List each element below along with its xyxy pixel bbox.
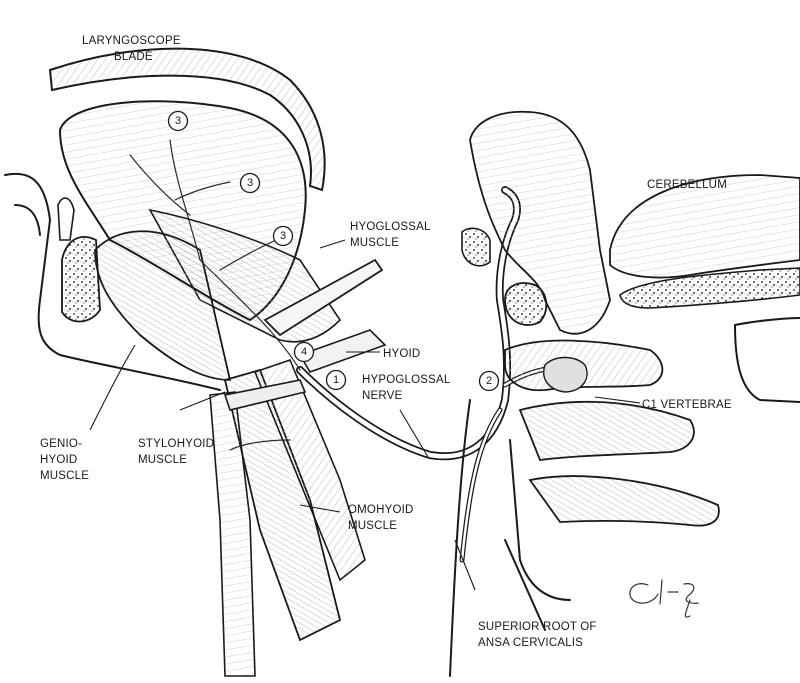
- label-omohyoid-muscle: OMOHYOID MUSCLE: [348, 504, 414, 532]
- label-laryngoscope-blade: LARYNGOSCOPE BLADE: [82, 35, 181, 63]
- label-line: BLADE: [114, 51, 153, 63]
- label-line: C1 VERTEBRAE: [642, 399, 732, 411]
- label-line: SUPERIOR ROOT OF: [478, 621, 597, 633]
- label-line: MUSCLE: [138, 454, 187, 466]
- mandible: [4, 172, 221, 391]
- label-cerebellum: CEREBELLUM: [647, 179, 727, 191]
- hyoid-bone: [223, 258, 387, 411]
- leader-lines: [89, 239, 641, 591]
- marker-4: 4: [293, 341, 315, 363]
- label-line: ANSA CERVICALIS: [478, 637, 583, 649]
- posterior-neck: [449, 399, 471, 677]
- marker-text: 4: [301, 346, 307, 358]
- marker-text: 3: [175, 115, 181, 127]
- label-c1-vertebrae: C1 VERTEBRAE: [642, 399, 732, 411]
- neck-muscles: [209, 359, 366, 677]
- artist-signature: [629, 579, 699, 618]
- label-line: LARYNGOSCOPE: [82, 35, 181, 47]
- label-line: HYOID: [40, 454, 77, 466]
- label-superior-root: SUPERIOR ROOT OF ANSA CERVICALIS: [478, 621, 597, 649]
- marker-text: 3: [247, 177, 253, 189]
- label-line: STYLOHYOID: [138, 438, 214, 450]
- marker-3-lower: 3: [272, 225, 294, 247]
- label-stylohyoid-muscle: STYLOHYOID MUSCLE: [138, 438, 214, 466]
- label-line: HYOGLOSSAL: [350, 221, 431, 233]
- label-line: MUSCLE: [350, 237, 399, 249]
- skull-base: [461, 110, 611, 335]
- label-line: CEREBELLUM: [647, 179, 727, 191]
- marker-text: 3: [280, 230, 286, 242]
- cervical-vertebrae: [504, 339, 720, 631]
- laryngoscope-blade: [48, 47, 326, 192]
- label-line: MUSCLE: [40, 470, 89, 482]
- label-line: OMOHYOID: [348, 504, 414, 516]
- label-hypoglossal-nerve: HYPOGLOSSAL NERVE: [362, 374, 451, 402]
- marker-3-top: 3: [167, 110, 189, 132]
- label-line: MUSCLE: [348, 520, 397, 532]
- marker-2: 2: [478, 370, 500, 392]
- label-line: HYOID: [383, 348, 420, 360]
- marker-text: 2: [486, 375, 492, 387]
- marker-3-middle: 3: [239, 172, 261, 194]
- cerebellum: [609, 174, 800, 403]
- label-line: NERVE: [362, 390, 403, 402]
- label-geniohyoid-muscle: GENIO- HYOID MUSCLE: [40, 438, 89, 482]
- marker-1: 1: [325, 369, 347, 391]
- label-line: HYPOGLOSSAL: [362, 374, 451, 386]
- geniohyoid-muscle: [94, 230, 232, 381]
- label-hyoglossal-muscle: HYOGLOSSAL MUSCLE: [350, 221, 431, 249]
- marker-text: 1: [333, 374, 339, 386]
- label-hyoid: HYOID: [383, 348, 420, 360]
- label-line: GENIO-: [40, 438, 82, 450]
